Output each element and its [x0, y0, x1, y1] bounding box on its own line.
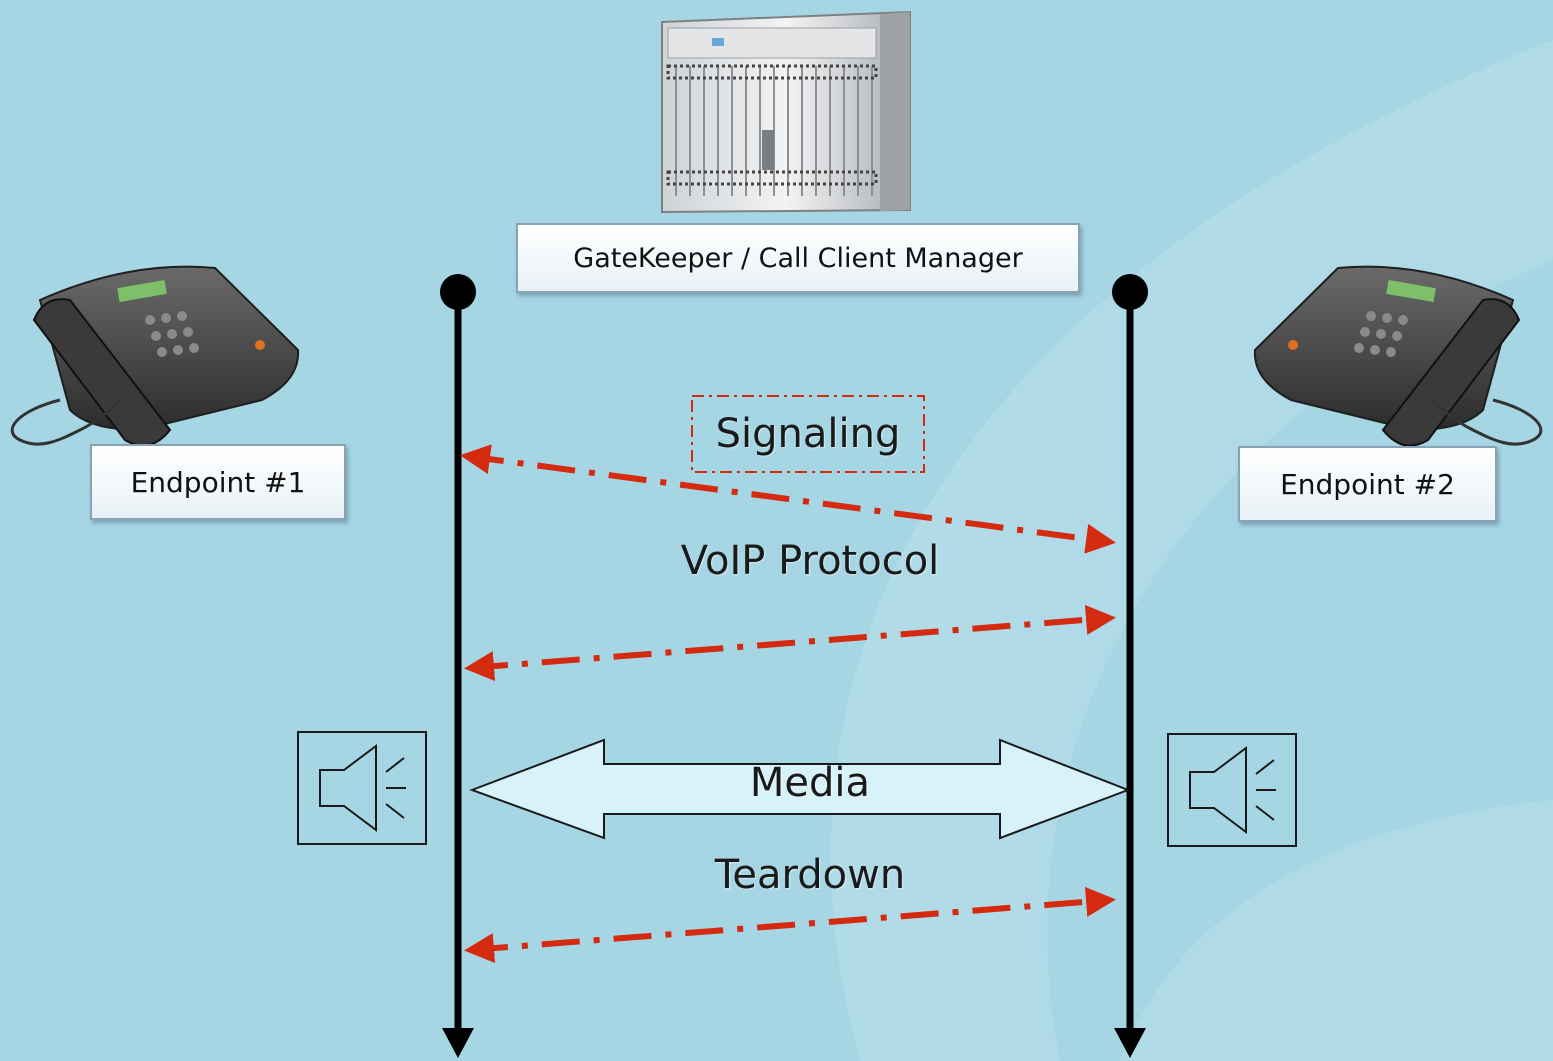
teardown-label: Teardown	[714, 852, 906, 898]
speaker-icon	[297, 731, 427, 845]
signaling-frame	[691, 395, 925, 473]
lifeline-endpoint-1	[440, 274, 476, 1058]
desk-phone-icon	[10, 265, 300, 447]
endpoint-2-label: Endpoint #2	[1238, 446, 1497, 522]
signal-arrow-1	[460, 444, 1116, 554]
endpoint-1-label: Endpoint #1	[90, 444, 346, 520]
lifeline-endpoint-2	[1112, 274, 1148, 1058]
speaker-icon	[1167, 733, 1297, 847]
signal-arrow-2	[464, 604, 1116, 682]
desk-phone-icon	[1253, 265, 1543, 447]
signaling-label: Signaling	[715, 411, 901, 457]
signal-arrow-3	[464, 886, 1116, 964]
media-arrow	[469, 738, 1131, 840]
gatekeeper-label: GateKeeper / Call Client Manager	[516, 223, 1080, 293]
media-label: Media	[749, 760, 871, 806]
voip-protocol-label: VoIP Protocol	[680, 538, 940, 584]
gatekeeper-server-icon	[661, 10, 911, 214]
